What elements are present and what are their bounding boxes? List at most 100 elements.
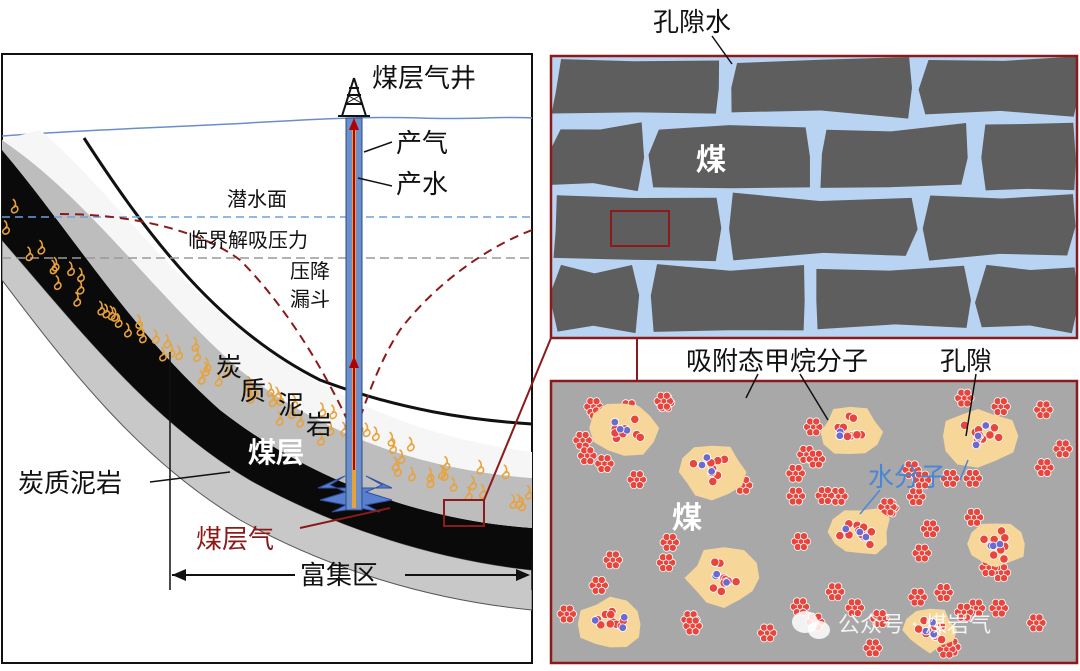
critical-pressure-label: 临界解吸压力 [188, 228, 308, 252]
gas-flow-arrow [349, 118, 359, 130]
coal-block [820, 122, 968, 188]
methane-atom [974, 598, 983, 607]
methane-atom [1035, 624, 1044, 633]
methane-atom [794, 463, 803, 472]
methane-atom [581, 430, 590, 439]
methane-molecule [988, 598, 1009, 618]
gas-swirl [268, 392, 277, 408]
methane-molecule [933, 583, 954, 602]
methane-atom [842, 431, 853, 442]
water-molecule [618, 623, 627, 632]
gas-swirl [2, 219, 10, 235]
methane-atom [963, 399, 972, 408]
water-molecule [702, 453, 712, 462]
methane-atom [635, 481, 644, 490]
molecule-field [556, 388, 1073, 659]
water-molecule [707, 467, 716, 476]
methane-atom [668, 532, 677, 541]
methane-molecule [785, 463, 806, 483]
methane-molecule [556, 604, 577, 624]
zoom-box-left [443, 499, 485, 527]
methane-molecule [785, 486, 806, 506]
gas-swirl [275, 410, 284, 426]
water-molecule [971, 440, 981, 450]
methane-molecule [814, 486, 835, 505]
methane-molecule [588, 575, 609, 595]
methane-atom [635, 470, 644, 479]
methane-atom [989, 550, 999, 560]
methane-atom [871, 638, 880, 647]
gas-swirl [449, 476, 458, 492]
methane-atom [665, 564, 674, 573]
water-molecule [981, 421, 991, 430]
methane-atom [1061, 439, 1070, 448]
methane-atom [920, 543, 929, 552]
coal-block [553, 195, 722, 262]
coal-block [731, 57, 912, 119]
methane-atom [834, 593, 843, 602]
water-molecule [697, 460, 707, 470]
methane-atom [766, 634, 775, 643]
methane-atom [605, 619, 615, 629]
gas-swirl [408, 466, 417, 482]
methane-atom [837, 486, 846, 495]
methane-molecule [577, 446, 598, 466]
gas-swirl [326, 421, 335, 437]
methane-atom [920, 554, 929, 563]
methane-atom [886, 508, 895, 517]
methane-atom [963, 388, 972, 397]
water-molecule [855, 527, 864, 537]
gas-swirl [67, 261, 76, 277]
gas-swirl [318, 402, 327, 418]
methane-atom [814, 449, 823, 458]
methane-atom [971, 468, 980, 477]
water-production-label: 产水 [396, 170, 448, 200]
gas-swirl [97, 300, 106, 316]
bottom-right-panel: 吸附态甲烷分子 孔隙 水分子 煤 公众号 · 煤岩气 [549, 347, 1079, 665]
methane-atom [919, 616, 929, 626]
methane-atom [814, 460, 823, 469]
methane-atom [812, 428, 821, 437]
methane-atom [949, 479, 958, 488]
methane-atom [1043, 468, 1052, 477]
methane-atom [635, 432, 645, 442]
gas-swirl [371, 426, 380, 442]
pore-label: 孔隙 [940, 347, 992, 377]
watermark-text: 公众号 · 煤岩气 [838, 613, 991, 638]
methane-molecule [790, 532, 812, 551]
methane-atom [597, 586, 606, 595]
methane-molecule [919, 519, 941, 539]
water-molecule [835, 431, 844, 440]
methane-atom [1035, 613, 1044, 622]
well-label: 煤层气井 [372, 64, 476, 94]
methane-atom [942, 593, 951, 602]
methane-atom [611, 561, 620, 570]
methane-atom [812, 417, 821, 426]
methane-atom [945, 650, 954, 659]
methane-atom [962, 613, 971, 622]
coal-block [551, 59, 720, 114]
methane-atom [997, 609, 1006, 618]
coal-block [981, 122, 1076, 191]
gas-swirl [53, 275, 62, 291]
methane-atom [886, 497, 895, 506]
methane-atom [794, 486, 803, 495]
methane-atom [929, 530, 938, 539]
methane-molecule [906, 487, 927, 507]
methane-atom [1061, 450, 1070, 459]
methane-atom [853, 609, 862, 618]
gas-swirl [246, 388, 255, 404]
lower-rock-label: 炭质泥岩 [18, 469, 122, 499]
funnel-label-2: 漏斗 [290, 287, 330, 311]
coal-seam-label: 煤层 [248, 436, 304, 469]
gas-swirl [442, 455, 451, 471]
coal-block [922, 194, 1076, 261]
water-molecule [712, 569, 721, 579]
lower-rock-band [2, 239, 532, 611]
methane-atom [916, 587, 925, 596]
methane-atom [973, 518, 982, 527]
gas-swirl [76, 279, 85, 295]
water-table-label: 潜水面 [227, 187, 287, 211]
gas-leader [363, 141, 393, 153]
methane-atom [668, 543, 677, 552]
